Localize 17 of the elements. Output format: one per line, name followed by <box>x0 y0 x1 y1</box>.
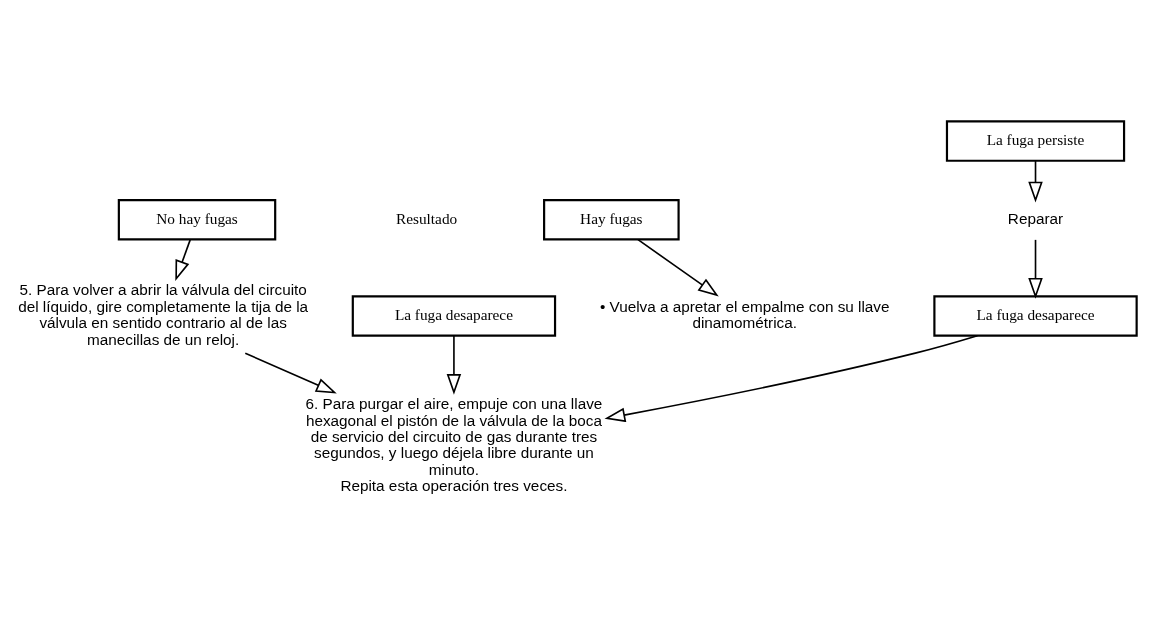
node-box: La fuga desaparece <box>351 295 557 337</box>
node-text: Reparar <box>1007 209 1064 227</box>
arrow <box>446 334 462 395</box>
arrow <box>244 352 337 394</box>
node-text: 6. Para purgar el aire, empuje con una llave hexagonal el pistón de la válvula de la boca de servicio del circuito de gas durante tres segundos, y luego déjela libre durante un minuto. Repita esta operación tres veces. <box>305 395 603 495</box>
node-box: La fuga desaparece <box>933 295 1138 337</box>
arrow <box>175 239 191 282</box>
arrow <box>637 238 719 297</box>
node-box: Hay fugas <box>543 199 680 241</box>
arrow <box>1028 239 1043 299</box>
arrow <box>604 334 979 423</box>
node-box: La fuga persiste <box>945 120 1126 162</box>
node-text: 5. Para volver a abrir la válvula del circuito del líquido, gire completamente la tija de la válvula en sentido contrario al de las manecillas de un reloj. <box>18 281 309 348</box>
label: Resultado <box>396 209 458 227</box>
node-box: No hay fugas <box>117 199 277 241</box>
arrow <box>1028 160 1043 203</box>
node-text: • Vuelva a apretar el empalme con su llave dinamométrica. <box>599 297 890 332</box>
